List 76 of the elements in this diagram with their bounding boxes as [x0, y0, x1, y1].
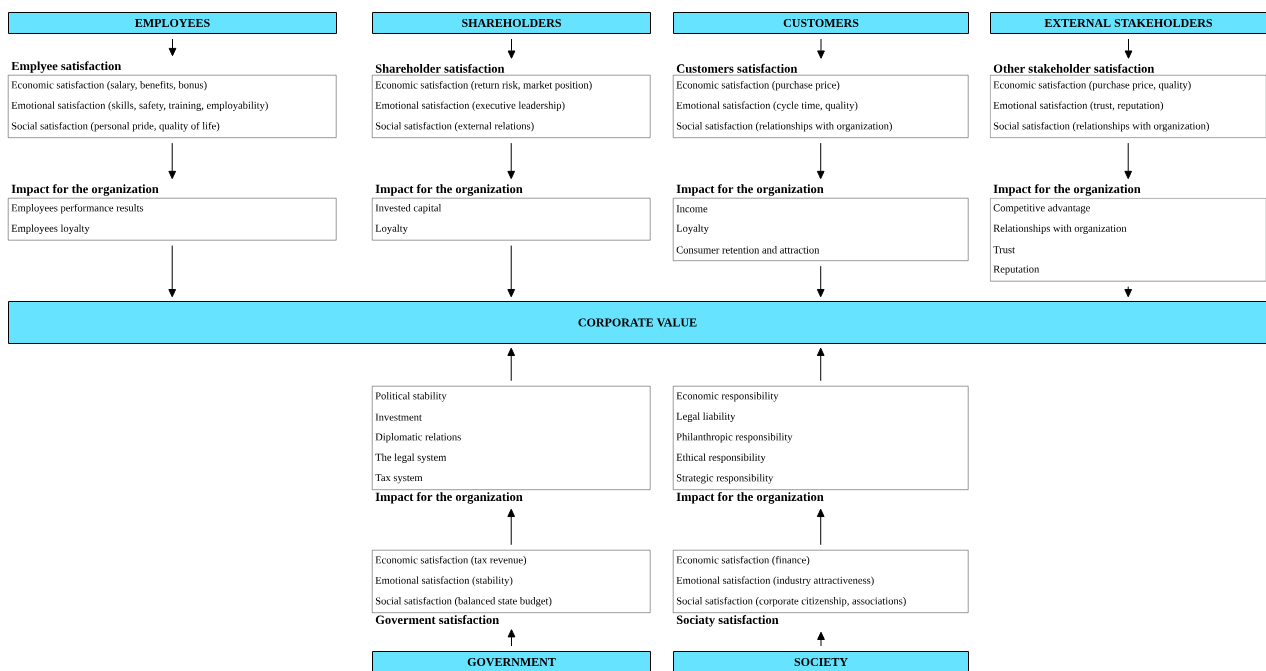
list-item: Social satisfaction (relationships with organization)	[676, 121, 892, 132]
list-item: Emotional satisfaction (trust, reputation)	[993, 101, 1164, 111]
heading: Impact for the organization	[676, 184, 824, 196]
list-item: Invested capital	[375, 204, 442, 214]
header-box: CORPORATE VALUE	[8, 301, 1266, 344]
list-item: Emotional satisfaction (stability)	[375, 576, 513, 586]
list-item: Emotional satisfaction (cycle time, quality)	[676, 101, 858, 111]
list-item: Employees loyalty	[11, 224, 90, 234]
list-item: Political stability	[375, 392, 447, 402]
list-item: Income	[676, 205, 708, 213]
list-item: Economic satisfaction (tax revenue)	[375, 556, 527, 566]
arrow	[817, 38, 825, 59]
list-item: Strategic responsibility	[676, 474, 774, 484]
heading: Other stakeholder satisfaction	[993, 63, 1155, 73]
list-item: Economic satisfaction (finance)	[676, 556, 810, 566]
list-item: Loyalty	[375, 224, 408, 234]
list-item: Emotional satisfaction (skills, safety, training, employability)	[11, 101, 268, 111]
heading: Shareholder satisfaction	[375, 63, 505, 73]
arrow	[507, 508, 516, 546]
list-item: Loyalty	[676, 224, 709, 234]
heading: Impact for the organization	[11, 184, 159, 196]
arrow	[816, 142, 825, 180]
arrow	[168, 142, 177, 180]
arrow	[816, 347, 825, 382]
arrow	[1124, 38, 1133, 59]
list-item: Economic satisfaction (purchase price)	[676, 81, 840, 91]
list-item: Emotional satisfaction (industry attractiveness)	[676, 576, 874, 586]
header-box: EMPLOYEES	[8, 12, 337, 34]
header-box: GOVERNMENT	[372, 651, 651, 671]
list-item: Economic satisfaction (purchase price, quality)	[993, 80, 1191, 91]
list-item: Social satisfaction (personal pride, quality of life)	[11, 121, 220, 132]
heading: Goverment satisfaction	[375, 615, 499, 624]
list-item: Reputation	[993, 265, 1040, 275]
arrow	[507, 347, 516, 382]
list-item: Competitive advantage	[993, 204, 1090, 214]
arrow	[817, 631, 825, 647]
list-item: Legal liability	[676, 412, 736, 422]
arrow	[507, 38, 516, 59]
heading: Impact for the organization	[993, 184, 1141, 196]
header-box: SHAREHOLDERS	[372, 12, 651, 34]
list-item: Social satisfaction (external relations)	[375, 122, 534, 132]
list-item: Social satisfaction (relationships with organization)	[993, 121, 1209, 132]
list-item: Philanthropic responsibility	[676, 433, 793, 443]
heading: Impact for the organization	[375, 184, 523, 196]
list-item: Economic responsibility	[676, 392, 779, 402]
list-item: Relationships with organization	[993, 224, 1127, 234]
list-item: Economic satisfaction (return risk, market position)	[375, 81, 592, 91]
arrow	[507, 142, 516, 180]
arrow	[1124, 286, 1133, 298]
heading: Customers satisfaction	[676, 63, 798, 73]
header-box: CUSTOMERS	[673, 12, 969, 34]
heading: Emplyee satisfaction	[11, 61, 122, 73]
list-item: Emotional satisfaction (executive leadership)	[375, 101, 565, 111]
header-box: EXTERNAL STAKEHOLDERS	[990, 12, 1266, 34]
heading: Impact for the organization	[676, 492, 824, 504]
arrow	[1124, 142, 1133, 180]
list-item: Tax system	[375, 474, 423, 484]
list-item: Social satisfaction (corporate citizenship, associations)	[676, 597, 906, 607]
list-item: Diplomatic relations	[375, 433, 461, 443]
arrow	[816, 508, 825, 546]
arrow	[816, 265, 825, 298]
list-item: Ethical responsibility	[676, 453, 766, 463]
arrow	[507, 245, 516, 298]
heading: Impact for the organization	[375, 492, 523, 504]
list-item: Investment	[375, 413, 422, 421]
list-item: Consumer retention and attraction	[676, 246, 820, 254]
list-item: The legal system	[375, 453, 447, 463]
arrow	[168, 245, 177, 298]
list-item: Social satisfaction (balanced state budget)	[375, 596, 552, 607]
list-item: Trust	[993, 246, 1015, 254]
arrow	[168, 38, 177, 57]
heading: Sociaty satisfaction	[676, 615, 779, 627]
arrow	[507, 629, 516, 647]
list-item: Economic satisfaction (salary, benefits, bonus)	[11, 80, 207, 91]
list-item: Employees performance results	[11, 203, 144, 214]
header-box: SOCIETY	[673, 651, 969, 671]
